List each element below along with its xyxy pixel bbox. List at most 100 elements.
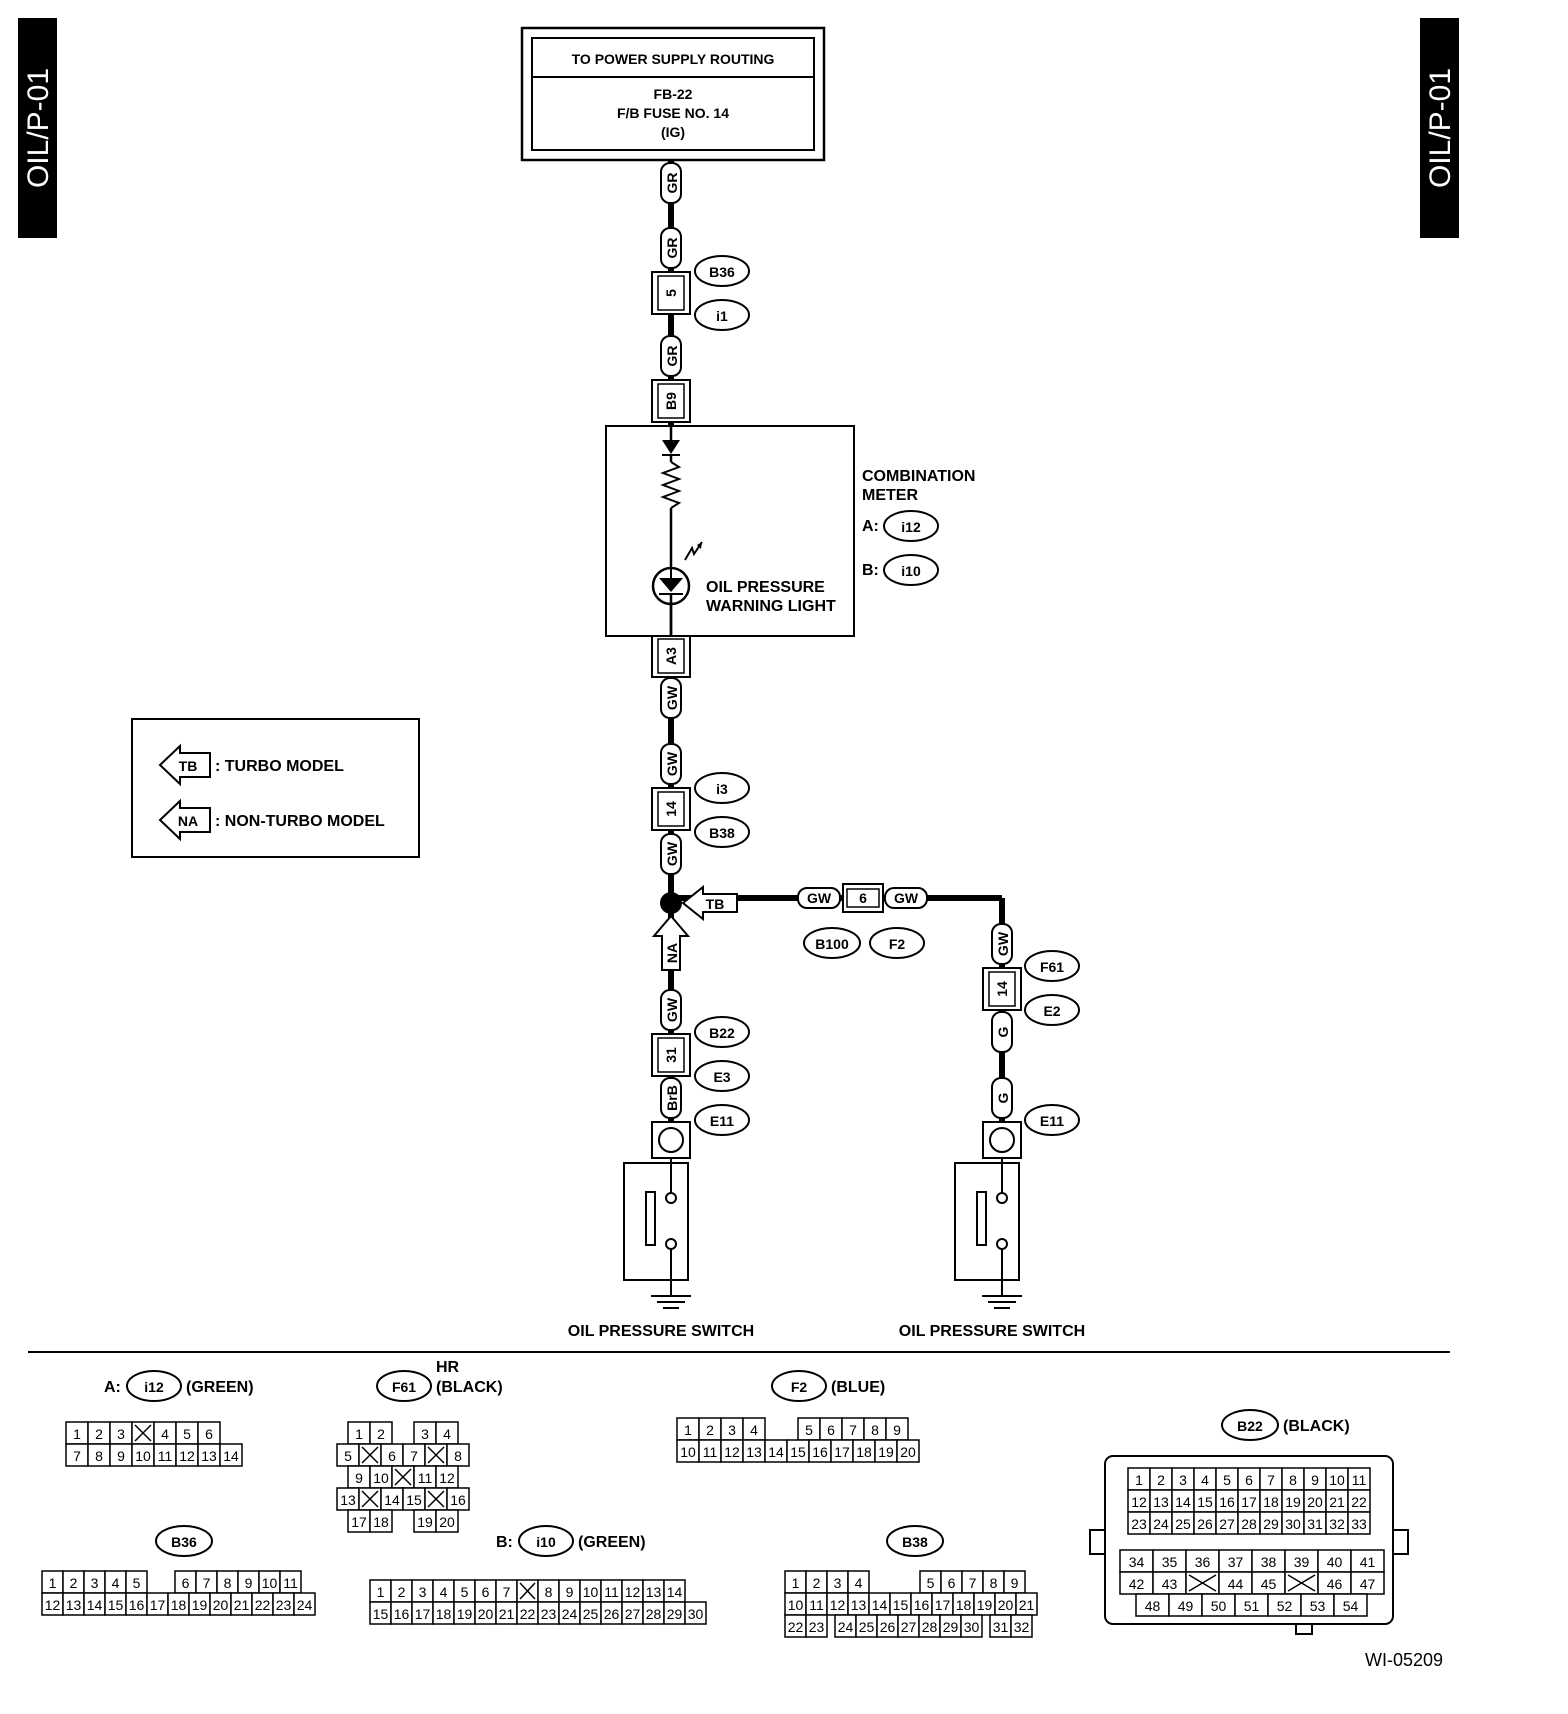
connector-pin: 13 [197,1443,221,1467]
figure-id: WI-05209 [1365,1650,1443,1670]
connector-pin: 5 [125,1570,148,1594]
conn-b36: B36 [694,255,750,287]
svg-text:52: 52 [1277,1598,1293,1614]
connector-pin: 9 [1303,1467,1327,1491]
connector-pin: 9 [109,1443,133,1467]
svg-text:9: 9 [117,1448,125,1464]
connector-pin: 7 [841,1417,865,1441]
svg-text:17: 17 [1241,1494,1257,1510]
connector-pin: 12 [175,1443,199,1467]
svg-text:28: 28 [922,1619,938,1635]
connector-pin: 18 [167,1592,190,1616]
svg-text:7: 7 [1267,1472,1275,1488]
connector-pin: 10 [579,1579,602,1603]
svg-text:17: 17 [150,1597,166,1613]
connector-pin: 12 [720,1439,744,1463]
connector-pin: 4 [104,1570,127,1594]
svg-text:54: 54 [1343,1598,1359,1614]
connector-pin: 37 [1218,1549,1253,1573]
svg-text:GW: GW [807,890,832,906]
pin-box-a3: A3 [651,634,691,678]
connector-pin: 13 [642,1579,665,1603]
connector-pin: 24 [1149,1511,1173,1535]
svg-text:19: 19 [417,1514,433,1530]
svg-text:18: 18 [171,1597,187,1613]
pin-box-31: 31 [651,1033,691,1077]
svg-text:13: 13 [340,1492,356,1508]
svg-text:5: 5 [663,289,679,297]
svg-text:19: 19 [878,1444,894,1460]
svg-text:3: 3 [91,1575,99,1591]
connector-pin: 49 [1168,1593,1203,1617]
conn-b100: B100 [803,927,861,959]
svg-text:E11: E11 [1040,1113,1064,1129]
connector-pin: 23 [537,1601,560,1625]
connector-pin: 32 [1010,1614,1033,1638]
connector-pin: 16 [910,1592,933,1616]
svg-text:46: 46 [1327,1576,1343,1592]
svg-text:13: 13 [851,1597,867,1613]
connector-pin: 5 [453,1579,476,1603]
svg-text:3: 3 [728,1422,736,1438]
meter-conn-b: i10 [901,563,921,579]
na-arrow: NA [651,914,691,971]
svg-text:22: 22 [788,1619,804,1635]
svg-text:4: 4 [161,1426,169,1442]
svg-text:24: 24 [562,1606,578,1622]
combination-meter-title-1: COMBINATION [862,468,975,485]
conn-e3: E3 [694,1060,750,1092]
switch-label-left: OIL PRESSURE SWITCH [568,1323,754,1340]
svg-text:30: 30 [964,1619,980,1635]
svg-text:8: 8 [95,1448,103,1464]
connector-pin: 16 [446,1487,470,1511]
legend-na-tag: NA [178,813,198,829]
svg-text:24: 24 [838,1619,854,1635]
cv-f2-color: (BLUE) [831,1379,885,1396]
connector-pin: 1 [1127,1467,1151,1491]
power-box-line3: (IG) [661,124,685,140]
connector-pin: 7 [1259,1467,1283,1491]
connector-pin: 39 [1284,1549,1319,1573]
connector-pin: 52 [1267,1593,1302,1617]
svg-text:3: 3 [419,1584,427,1600]
svg-text:19: 19 [977,1597,993,1613]
svg-text:12: 12 [830,1597,846,1613]
connector-pin: 13 [1149,1489,1173,1513]
svg-text:2: 2 [706,1422,714,1438]
light-rays-icon [684,541,703,561]
connector-pin [358,1443,382,1467]
connector-pin: 7 [961,1570,984,1594]
page-tag-right: OIL/P-01 [1420,18,1459,238]
svg-text:19: 19 [457,1606,473,1622]
connector-pin: 2 [1149,1467,1173,1491]
svg-text:7: 7 [849,1422,857,1438]
wire-tag-gw-1: GW [660,677,682,719]
svg-text:GR: GR [664,346,680,367]
power-box-line2: F/B FUSE NO. 14 [617,105,729,121]
svg-text:2: 2 [70,1575,78,1591]
svg-text:8: 8 [545,1584,553,1600]
connector-pin: 6 [174,1570,197,1594]
svg-text:5: 5 [344,1448,352,1464]
wire-tag-brb: BrB [660,1077,682,1119]
pin-round-left [651,1121,691,1159]
svg-text:11: 11 [703,1444,718,1460]
svg-text:10: 10 [788,1597,804,1613]
connector-pin: 23 [272,1592,295,1616]
svg-text:F2: F2 [889,936,906,952]
svg-text:5: 5 [805,1422,813,1438]
connector-pin: 26 [1193,1511,1217,1535]
connector-pin: 10 [676,1439,700,1463]
connector-pin: 44 [1218,1571,1253,1595]
svg-text:15: 15 [373,1606,389,1622]
cv-i12-prefix: A: [104,1379,121,1396]
connector-pin [424,1487,448,1511]
svg-text:11: 11 [809,1597,824,1613]
connector-pin: 7 [195,1570,218,1594]
connector-pin: 18 [952,1592,975,1616]
svg-text:F61: F61 [1040,959,1064,975]
svg-text:20: 20 [478,1606,494,1622]
svg-text:17: 17 [415,1606,431,1622]
tb-arrow: TB [681,884,738,922]
diode-icon [662,440,680,454]
